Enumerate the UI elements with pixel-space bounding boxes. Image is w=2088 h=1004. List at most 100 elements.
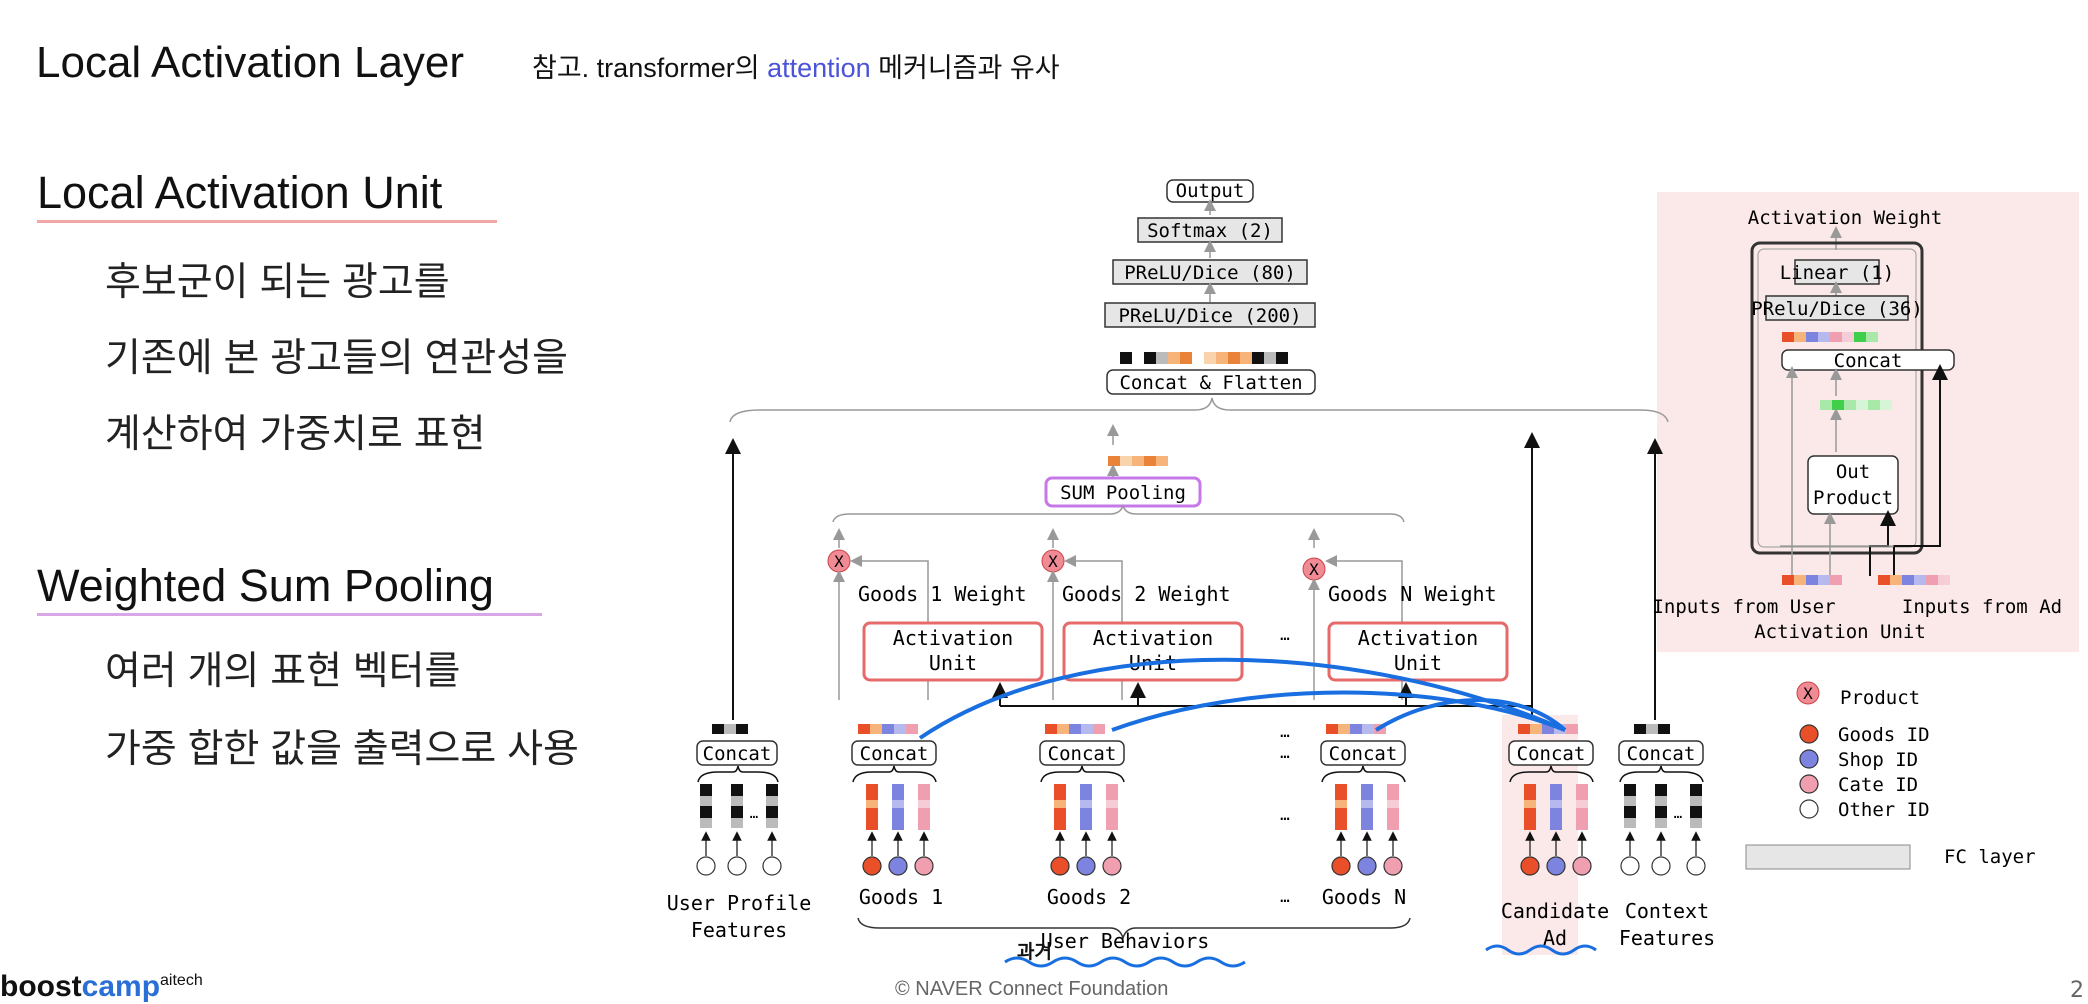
id-circles [696,831,1706,876]
legend-item-label: Cate ID [1838,774,1918,796]
prelu-80-label: PReLU/Dice (80) [1124,262,1296,284]
copyright-text: © NAVER Connect Foundation [895,978,1169,1000]
concat-goods-n: Concat [1320,724,1406,766]
multiply-icon: X [1309,560,1319,579]
candidate-ad-label: Candidate [1501,899,1609,923]
activation-unit-inset: Activation Weight Linear (1) PRelu/Dice … [1652,207,2062,643]
inset-out-product-label: Product [1813,487,1893,509]
ellipsis: … [1280,887,1290,906]
multiply-icon: X [1803,684,1813,703]
section-heading-local-activation-unit: Local Activation Unit [37,167,443,218]
sum-pooling-block: SUM Pooling [832,424,1405,523]
page-title: Local Activation Layer [36,38,465,87]
output-label: Output [1176,180,1245,202]
underline-scribble [1485,944,1597,956]
bullet-text: 후보군이 되는 광고를 [105,261,450,304]
section-underline [37,613,542,616]
softmax-label: Softmax (2) [1147,220,1273,242]
legend-product-label: Product [1840,687,1920,709]
legend-swatch [1799,724,1819,744]
inset-title: Activation Weight [1748,207,1942,229]
goods-label: Goods N [1322,885,1406,909]
title-note-prefix: 참고. transformer의 [532,53,768,83]
inset-linear-label: Linear (1) [1780,262,1894,284]
activation-unit-label: Activation [1358,626,1478,650]
concat-goods-1: Concat [851,724,937,766]
ellipsis: … [1280,805,1290,824]
context-features-label: Context [1625,899,1709,923]
boostcamp-logo: boostcampaitech [0,970,203,1004]
legend-fc-label: FC layer [1944,846,2036,868]
concat-label: Concat [1048,743,1117,765]
inset-caption: Activation Unit [1754,621,1926,643]
goods-weight-label: Goods 1 Weight [858,582,1027,606]
concat-context: Concat [1618,724,1704,766]
concat-flatten-label: Concat & Flatten [1119,372,1302,394]
legend-fc-swatch [1745,844,1911,870]
user-behaviors-label: User Behaviors [1041,929,1210,953]
small-braces [697,765,1704,783]
user-behaviors-brace [857,917,1411,941]
bullet-text: 기존에 본 광고들의 연관성을 [105,337,569,380]
section-underline [37,220,497,223]
title-note: 참고. transformer의 attention 메커니즘과 유사 [532,46,1060,85]
logo-main: boost [0,970,82,1003]
underline-scribble [1004,956,1246,968]
sum-pooling-label: SUM Pooling [1060,482,1186,504]
concat-label: Concat [1517,743,1586,765]
activation-unit-label: Unit [1394,651,1442,675]
inset-inputs-user-label: Inputs from User [1652,596,1835,618]
bullet-text: 계산하여 가중치로 표현 [105,413,486,456]
concat-label: Concat [1329,743,1398,765]
legend-swatch [1799,749,1819,769]
embedding-group-goods-2 [1054,784,1118,830]
logo-sup: aitech [160,972,203,989]
goods-column-1: X Goods 1 Weight Activation Unit [827,528,1044,700]
inset-concat-label: Concat [1834,350,1903,372]
ellipsis: … [1674,806,1682,822]
embedding-group-context: … [1624,784,1702,828]
activation-unit-label: Activation [893,626,1013,650]
handwritten-note: 과거 [1017,941,1052,963]
goods-label: Goods 2 [1047,885,1131,909]
multiply-icon: X [834,552,844,571]
concat-label: Concat [860,743,929,765]
section-heading-weighted-sum-pooling: Weighted Sum Pooling [37,560,494,611]
concat-label: Concat [703,743,772,765]
context-features-label: Features [1619,926,1715,950]
top-stack: Output Softmax (2) PReLU/Dice (80) PReLU… [1104,179,1316,395]
ellipsis: … [1280,722,1290,741]
activation-unit-label: Unit [929,651,977,675]
page-number: 2 [2070,978,2084,1003]
legend-item-label: Other ID [1838,799,1930,821]
candidate-to-goods-arrows [918,657,1567,740]
user-profile-label: User Profile [667,891,812,915]
multiply-icon: X [1048,552,1058,571]
inset-prelu-label: PRelu/Dice (36) [1751,298,1923,320]
ellipsis: … [1280,625,1290,644]
concat-goods-2: Concat [1039,724,1125,766]
prelu-200-label: PReLU/Dice (200) [1118,305,1301,327]
embedding-group-goods-1 [866,784,930,830]
embedding-group-user-profile: … [700,784,778,828]
inset-out-product-label: Out [1836,461,1870,483]
concat-user-profile: Concat [696,724,778,766]
ellipsis: … [750,806,758,822]
goods-label: Goods 1 [859,885,943,909]
inset-inputs-ad-label: Inputs from Ad [1902,596,2062,618]
goods-weight-label: Goods N Weight [1328,582,1497,606]
goods-column-2: X Goods 2 Weight Activation Unit [1041,528,1244,700]
concat-candidate-ad: Concat [1508,724,1594,766]
embedding-group-candidate [1524,784,1588,830]
flattened-vector [1120,352,1300,364]
goods-weight-label: Goods 2 Weight [1062,582,1231,606]
legend-swatch [1799,799,1819,819]
feature-arrows [725,432,1663,720]
logo-accent: camp [81,970,161,1003]
concat-label: Concat [1627,743,1696,765]
concat-brace [729,397,1669,423]
embedding-group-goods-n [1335,784,1399,830]
goods-column-n: X Goods N Weight Activation Unit [1302,528,1509,700]
bullet-text: 가중 합한 값을 출력으로 사용 [105,728,579,771]
